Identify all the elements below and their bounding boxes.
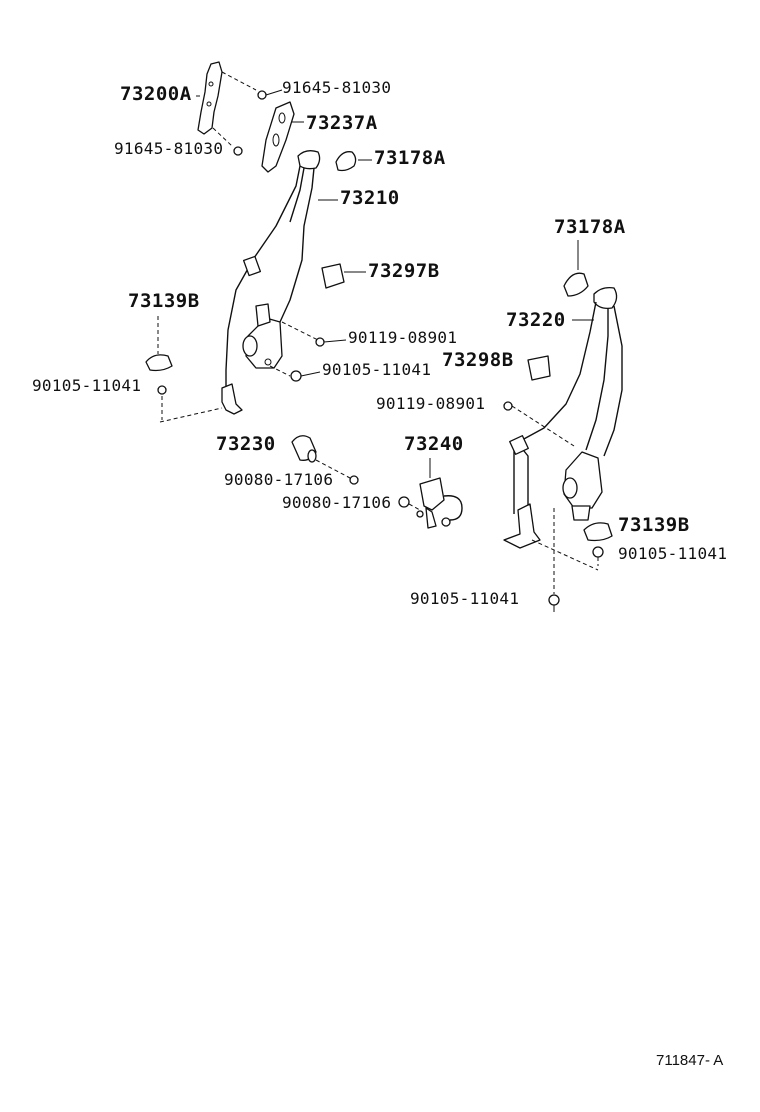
callout-90119-right: 90119-08901 — [376, 394, 486, 413]
bezel-73230 — [291, 435, 351, 479]
callout-91645-left: 91645-81030 — [114, 139, 224, 158]
bolt-91645-top — [257, 89, 283, 100]
adjuster-bracket-73200A — [196, 61, 223, 135]
callout-91645-top: 91645-81030 — [282, 78, 392, 97]
seat-belt-73210 — [221, 150, 338, 415]
callout-73178A-left: 73178A — [374, 147, 446, 169]
bolt-90080-b — [398, 496, 421, 511]
bolt-91645-left — [233, 146, 243, 156]
callout-73178A-right: 73178A — [554, 216, 626, 238]
callout-73200A: 73200A — [120, 83, 192, 105]
cover-73297B — [321, 263, 366, 289]
callout-73298B: 73298B — [442, 349, 514, 371]
bolt-90080-a — [349, 475, 359, 485]
bolt-90105-right — [592, 546, 604, 566]
callout-73220: 73220 — [506, 309, 566, 331]
cover-73237A — [261, 101, 304, 173]
callout-90119-left: 90119-08901 — [348, 328, 458, 347]
callout-90080-b: 90080-17106 — [282, 493, 392, 512]
cover-73178A-left — [335, 151, 372, 172]
cover-73139B-left — [145, 316, 173, 372]
callout-73139B-right: 73139B — [618, 514, 690, 536]
cover-73139B-right — [583, 522, 613, 542]
bolt-90105-left — [157, 385, 167, 395]
bolt-90105-mid — [290, 370, 321, 382]
cover-73178A-right — [563, 240, 589, 297]
bolt-90105-bottom — [548, 594, 560, 612]
cover-73298B — [527, 355, 551, 381]
callout-73240: 73240 — [404, 433, 464, 455]
callout-90105-mid: 90105-11041 — [322, 360, 432, 379]
callout-90105-bottom: 90105-11041 — [410, 589, 520, 608]
callout-73237A: 73237A — [306, 112, 378, 134]
callout-73230: 73230 — [216, 433, 276, 455]
callout-90080-a: 90080-17106 — [224, 470, 334, 489]
callout-73139B-left: 73139B — [128, 290, 200, 312]
bolt-90119-left — [315, 337, 347, 347]
callout-90105-right: 90105-11041 — [618, 544, 728, 563]
callout-73297B: 73297B — [368, 260, 440, 282]
figure-reference: 711847- A — [656, 1052, 724, 1069]
callout-73210: 73210 — [340, 187, 400, 209]
seat-belt-73220 — [503, 286, 623, 549]
callout-90105-left: 90105-11041 — [32, 376, 142, 395]
buckle-73240 — [416, 458, 463, 529]
bolt-90119-right — [503, 401, 513, 411]
